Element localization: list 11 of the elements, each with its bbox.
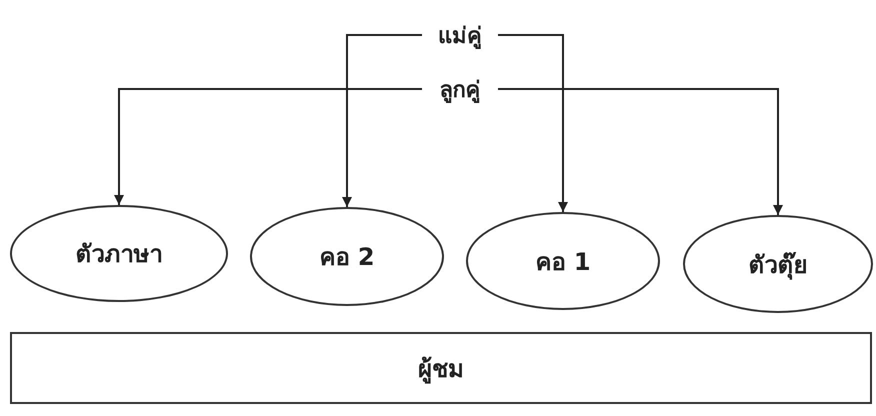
text-label: ลูกคู่: [440, 76, 480, 105]
ellipse-node: คอ 1: [466, 212, 660, 310]
arrow: [114, 88, 422, 205]
text-label: แม่คู่: [438, 22, 482, 51]
ellipse-node: คอ 2: [250, 207, 444, 306]
arrow: [342, 34, 422, 207]
arrow: [498, 34, 568, 212]
ellipse-node: ตัวตุ๊ย: [683, 215, 873, 313]
ellipse-node: ตัวภาษา: [10, 205, 228, 302]
process-box: ผู้ชม: [10, 332, 872, 404]
arrow: [498, 88, 783, 215]
